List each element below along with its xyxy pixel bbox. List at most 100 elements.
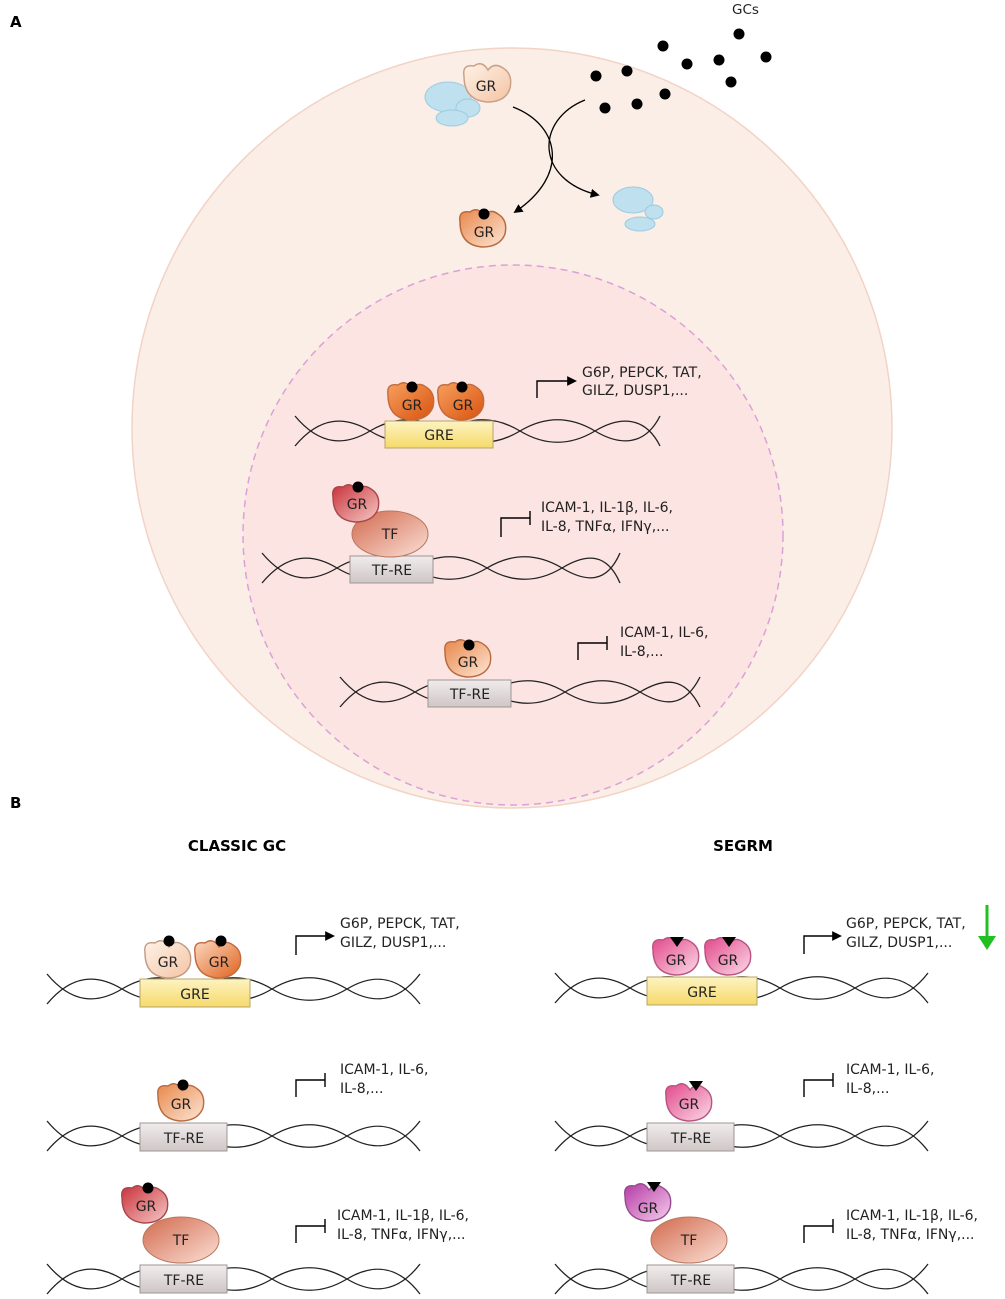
gr-label: GR bbox=[679, 1097, 700, 1113]
gr-monomer bbox=[157, 1083, 205, 1122]
gre-box bbox=[384, 420, 494, 449]
classic-tether-line2: IL-8, TNFα, IFNγ,... bbox=[337, 1227, 466, 1243]
gr-label: GR bbox=[209, 955, 230, 971]
tfre-label: TF-RE bbox=[670, 1273, 711, 1289]
tfre-label: TF-RE bbox=[670, 1131, 711, 1147]
gr-label: GR bbox=[136, 1199, 157, 1215]
dna-strand bbox=[46, 1120, 421, 1148]
tf-protein bbox=[650, 1216, 728, 1264]
dna-strand bbox=[554, 1124, 929, 1152]
repression-icon bbox=[577, 636, 608, 660]
segrm-tether-line1: ICAM-1, IL-1β, IL-6, bbox=[846, 1208, 978, 1224]
tf-protein bbox=[142, 1216, 220, 1264]
gr-label: GR bbox=[453, 398, 474, 414]
gr-dimer-left bbox=[652, 937, 700, 976]
gre-box bbox=[139, 978, 251, 1008]
segrm-direct-line1: ICAM-1, IL-6, bbox=[846, 1062, 935, 1078]
classic-activation-line2: GILZ, DUSP1,... bbox=[340, 935, 446, 951]
gr-activated-label: GR bbox=[474, 225, 495, 241]
dna-strand bbox=[261, 552, 621, 580]
tf-label: TF bbox=[680, 1233, 698, 1249]
gr-label: GR bbox=[347, 497, 368, 513]
tf-re-box bbox=[139, 1122, 228, 1152]
gr-dimer-left bbox=[387, 382, 435, 421]
gr-label: GR bbox=[171, 1097, 192, 1113]
dna-strand bbox=[339, 680, 701, 708]
segrm-ligand-icon bbox=[647, 1182, 661, 1192]
dna-strand bbox=[46, 977, 421, 1005]
gc-bound-dot bbox=[478, 208, 490, 220]
gr-inactive bbox=[462, 63, 512, 103]
gr-dimer-right bbox=[194, 940, 242, 979]
classic-activation-line1: G6P, PEPCK, TAT, bbox=[340, 916, 460, 932]
panel-b-letter: B bbox=[10, 794, 21, 812]
dna-strand bbox=[46, 1267, 421, 1295]
hsp-released bbox=[612, 186, 664, 232]
dna-strand bbox=[554, 1267, 929, 1295]
classic-gc-heading: CLASSIC GC bbox=[188, 837, 286, 855]
gc-bound-dot bbox=[456, 381, 468, 393]
gr-tethered bbox=[624, 1183, 672, 1222]
segrm-heading: SEGRM bbox=[713, 837, 773, 855]
repression-icon bbox=[500, 511, 531, 537]
gre-box bbox=[646, 976, 758, 1006]
tf-label: TF bbox=[172, 1233, 190, 1249]
gre-label: GRE bbox=[687, 985, 716, 1001]
tfre-label: TF-RE bbox=[163, 1131, 204, 1147]
gre-label: GRE bbox=[180, 987, 209, 1003]
gr-monomer bbox=[444, 639, 492, 678]
nucleus bbox=[242, 264, 784, 806]
tethering-genes-line1: ICAM-1, IL-1β, IL-6, bbox=[541, 500, 673, 516]
tf-re-box bbox=[646, 1122, 735, 1152]
tf-protein bbox=[351, 510, 429, 558]
gc-bound-dot bbox=[406, 381, 418, 393]
activation-arrow bbox=[512, 106, 554, 214]
gr-activated bbox=[458, 209, 507, 248]
gc-bound-dot bbox=[177, 1079, 189, 1091]
dna-strand bbox=[261, 556, 621, 584]
gr-tethered bbox=[332, 484, 380, 523]
gr-label: GR bbox=[638, 1201, 659, 1217]
gc-bound-dot bbox=[163, 935, 175, 947]
reduced-expression-arrow-icon bbox=[978, 905, 996, 950]
segrm-activation-line1: G6P, PEPCK, TAT, bbox=[846, 916, 966, 932]
gr-label: GR bbox=[458, 655, 479, 671]
classic-direct-line2: IL-8,... bbox=[340, 1081, 383, 1097]
panel-a-letter: A bbox=[10, 13, 22, 31]
tfre-label: TF-RE bbox=[163, 1273, 204, 1289]
tf-re-box bbox=[646, 1264, 735, 1294]
dna-strand bbox=[554, 1120, 929, 1148]
tf-re-box bbox=[139, 1264, 228, 1294]
gr-dimer-right bbox=[437, 382, 485, 421]
gr-inactive-label: GR bbox=[476, 79, 497, 95]
classic-tether-line1: ICAM-1, IL-1β, IL-6, bbox=[337, 1208, 469, 1224]
gr-dimer-left bbox=[144, 940, 192, 979]
segrm-ligand-icon bbox=[670, 937, 684, 947]
tfre-label: TF-RE bbox=[449, 687, 490, 703]
gr-label: GR bbox=[402, 398, 423, 414]
tf-re-box bbox=[349, 555, 434, 584]
gr-dimer-right bbox=[704, 937, 752, 976]
tethering-genes-line2: IL-8, TNFα, IFNγ,... bbox=[541, 519, 670, 535]
gc-bound-dot bbox=[352, 481, 364, 493]
dna-strand bbox=[294, 419, 661, 447]
direct-genes-line2: IL-8,... bbox=[620, 644, 663, 660]
gcs-label: GCs bbox=[732, 2, 759, 18]
dna-strand bbox=[46, 1124, 421, 1152]
segrm-direct-line2: IL-8,... bbox=[846, 1081, 889, 1097]
repression-icon bbox=[803, 1219, 834, 1243]
gre-label: GRE bbox=[424, 428, 453, 444]
dna-strand bbox=[339, 676, 701, 704]
tfre-label: TF-RE bbox=[371, 563, 412, 579]
gr-label: GR bbox=[158, 955, 179, 971]
segrm-activation-line2: GILZ, DUSP1,... bbox=[846, 935, 952, 951]
repression-icon bbox=[295, 1219, 326, 1243]
dna-strand bbox=[554, 1263, 929, 1291]
tf-label: TF bbox=[381, 527, 399, 543]
repression-icon bbox=[803, 1073, 834, 1097]
segrm-ligand-icon bbox=[722, 937, 736, 947]
gc-molecules bbox=[590, 28, 772, 114]
gc-bound-dot bbox=[142, 1182, 154, 1194]
gr-label: GR bbox=[666, 953, 687, 969]
